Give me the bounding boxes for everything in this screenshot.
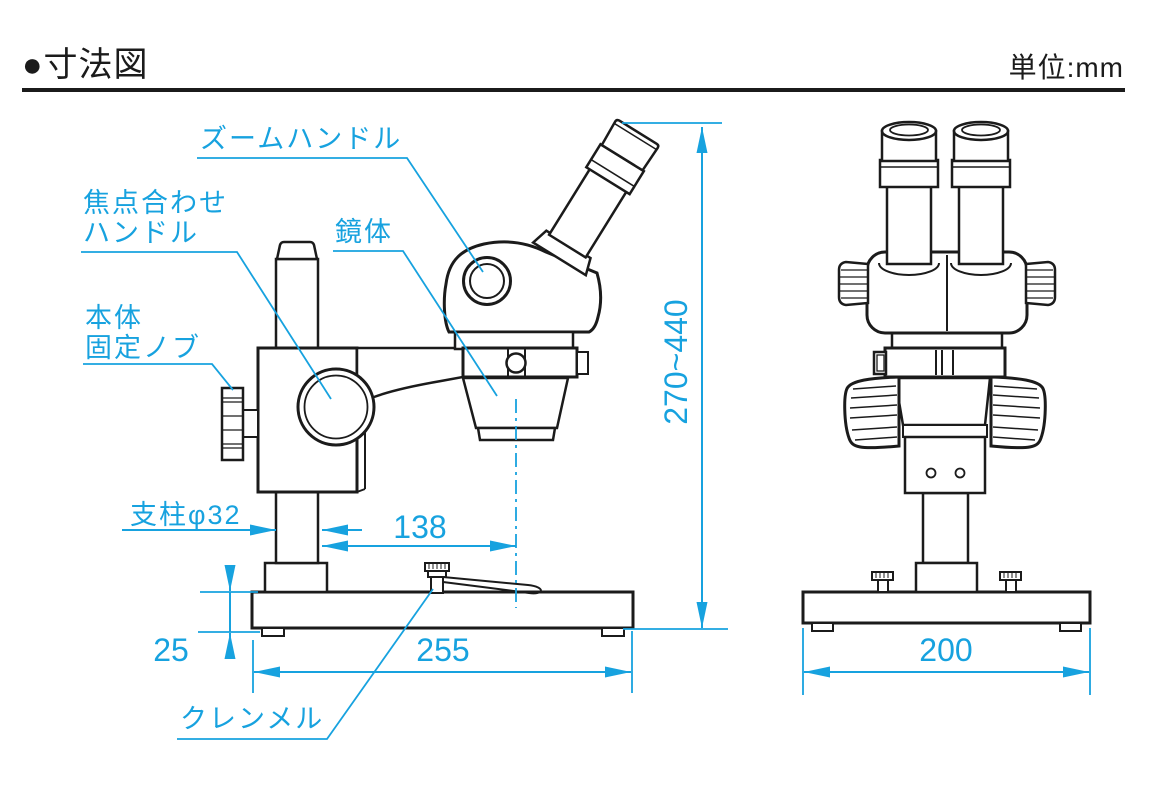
label-focus-handle-1: 焦点合わせ	[83, 188, 228, 218]
zoom-knob-front-right	[1024, 260, 1057, 307]
head-neck-side	[453, 330, 575, 351]
side-view-annotations: ズームハンドル 焦点合わせ ハンドル 鏡体 本体 固定ノブ 支柱φ32	[81, 122, 728, 740]
specimen-clip	[424, 562, 542, 595]
pillar-cap	[275, 240, 319, 261]
eyepiece-front-left	[878, 120, 940, 266]
header-rule	[22, 88, 1125, 92]
focus-knob-front-left	[843, 375, 901, 450]
front-view: 200	[801, 120, 1092, 695]
callout-zoom-handle: ズームハンドル	[197, 124, 484, 273]
label-fix-knob-2: 固定ノブ	[85, 333, 201, 363]
label-fix-knob-1: 本体	[85, 303, 143, 333]
callout-fix-knob: 本体 固定ノブ	[83, 303, 234, 391]
label-body-tube: 鏡体	[335, 217, 393, 247]
eyepiece-fillet-left	[878, 262, 940, 276]
label-clip: クレンメル	[180, 704, 324, 734]
side-view	[220, 118, 660, 637]
base-plate-front	[801, 590, 1092, 625]
eyepiece-fillet-right	[950, 262, 1012, 276]
base-foot-left	[261, 627, 285, 637]
mount-ring-front	[872, 346, 1007, 379]
dim-pillar-dia: 支柱φ32	[122, 500, 362, 536]
pillar-mount-block-front	[914, 561, 979, 594]
leader-focus-handle	[81, 251, 332, 400]
page-title: ●寸法図	[22, 46, 149, 84]
callout-body-tube: 鏡体	[333, 217, 498, 397]
dim-base-height-value: 25	[153, 632, 189, 668]
eyepiece-front-right	[950, 120, 1012, 266]
unit-label: 単位:mm	[1009, 52, 1124, 83]
pillar-mount-block	[263, 561, 329, 594]
mount-ring-side	[461, 346, 589, 379]
body-fix-knob	[220, 386, 245, 462]
focus-knob	[296, 367, 376, 447]
fix-knob-shaft	[242, 409, 259, 438]
dim-base-height: 25	[153, 565, 260, 668]
pillar-front	[921, 491, 970, 565]
leader-clip	[177, 588, 434, 740]
base-foot-right	[601, 627, 625, 637]
dim-reach-value: 138	[393, 509, 446, 545]
leader-zoom-handle	[197, 157, 484, 273]
dim-base-depth: 255	[252, 631, 633, 693]
zoom-knob-front-left	[837, 260, 870, 307]
head-neck-front	[890, 331, 1004, 350]
dim-height-range: 270~440	[622, 122, 728, 630]
dim-height-range-value: 270~440	[658, 299, 694, 424]
leader-fix-knob	[83, 363, 234, 391]
focus-bracket-front	[893, 376, 992, 495]
eyepiece-tube-side	[531, 118, 660, 278]
clip-screw-left	[871, 571, 894, 593]
focus-knob-front-right	[989, 375, 1047, 450]
front-foot-left	[811, 622, 834, 632]
zoom-knob-side	[462, 256, 512, 306]
clip-screw-right	[999, 571, 1022, 593]
leader-body-tube	[333, 250, 498, 397]
ring-screw	[505, 352, 527, 374]
dim-base-depth-value: 255	[416, 632, 469, 668]
dim-reach: 138	[322, 509, 516, 552]
base-plate-side	[250, 590, 635, 630]
dim-base-width-value: 200	[919, 632, 972, 668]
callout-clip: クレンメル	[177, 588, 434, 740]
dim-base-width: 200	[802, 628, 1091, 695]
header: ●寸法図 単位:mm	[22, 46, 1125, 92]
front-foot-right	[1059, 622, 1082, 632]
label-focus-handle-2: ハンドル	[83, 218, 199, 248]
label-pillar: 支柱φ32	[130, 500, 242, 530]
callout-focus-handle: 焦点合わせ ハンドル	[81, 188, 332, 400]
label-zoom-handle: ズームハンドル	[200, 124, 402, 154]
